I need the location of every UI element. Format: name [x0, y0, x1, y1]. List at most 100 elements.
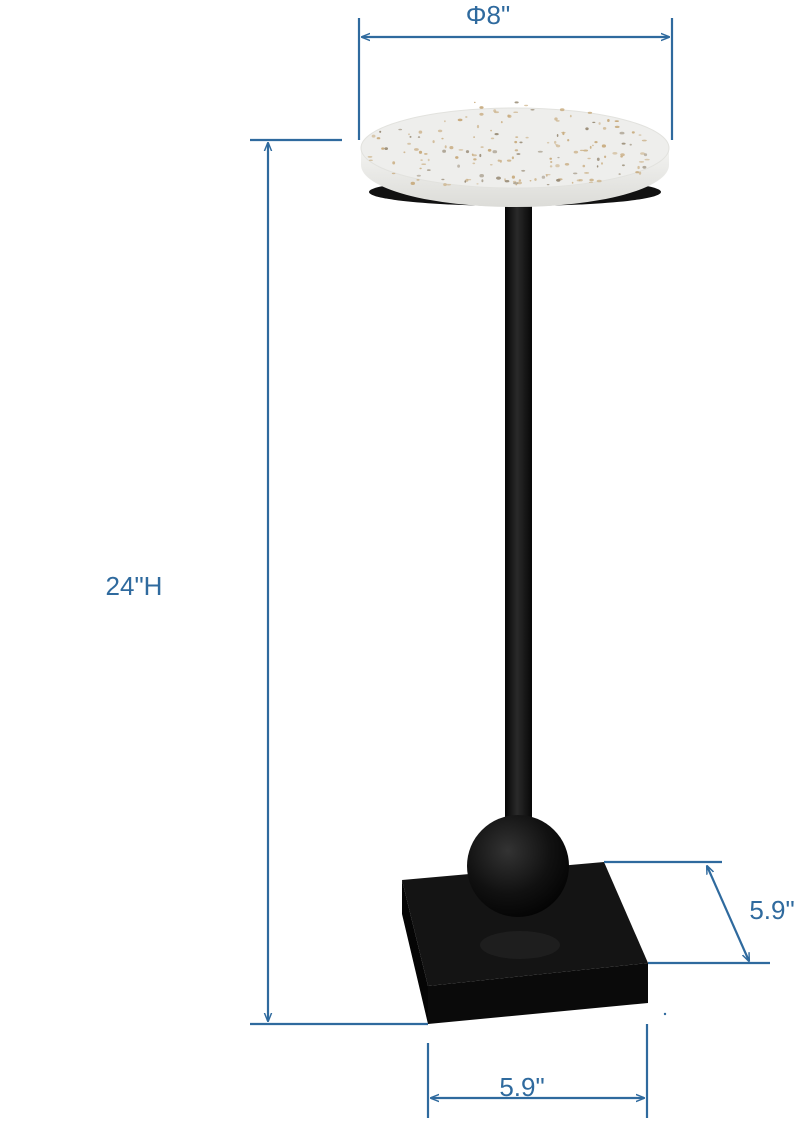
terrazzo-chip — [465, 150, 470, 154]
terrazzo-chip — [585, 127, 589, 131]
terrazzo-chip — [464, 180, 467, 183]
terrazzo-chip — [594, 141, 598, 144]
terrazzo-chip — [642, 165, 647, 169]
terrazzo-chip — [490, 129, 492, 132]
terrazzo-chip — [596, 179, 602, 183]
terrazzo-chip — [554, 140, 557, 144]
terrazzo-chip — [549, 157, 552, 160]
terrazzo-chip — [549, 165, 553, 168]
terrazzo-chip — [620, 153, 625, 157]
terrazzo-chip — [457, 118, 463, 122]
decorative-ball — [467, 815, 569, 917]
terrazzo-chip — [403, 151, 406, 154]
terrazzo-chip — [408, 133, 410, 136]
terrazzo-chip — [500, 121, 503, 124]
tabletop-surface — [360, 107, 670, 189]
terrazzo-chip — [562, 131, 565, 136]
terrazzo-chip — [420, 159, 423, 162]
terrazzo-chip — [441, 178, 445, 181]
terrazzo-chip — [368, 159, 373, 162]
terrazzo-chip — [496, 176, 501, 180]
terrazzo-chip — [602, 126, 607, 130]
terrazzo-chip — [638, 134, 642, 136]
terrazzo-chip — [550, 161, 553, 163]
terrazzo-chip — [481, 179, 484, 183]
terrazzo-chip — [511, 175, 515, 179]
terrazzo-chip — [582, 164, 586, 168]
terrazzo-chip — [455, 156, 459, 159]
terrazzo-chip — [556, 134, 559, 137]
terrazzo-chip — [376, 137, 381, 140]
terrazzo-chip — [467, 179, 472, 181]
base-left-face — [402, 880, 428, 1024]
terrazzo-chip — [472, 162, 476, 165]
terrazzo-chip — [476, 124, 480, 129]
terrazzo-chip — [479, 153, 482, 158]
terrazzo-chip — [631, 131, 635, 134]
pole — [505, 196, 532, 848]
terrazzo-chips — [367, 101, 650, 187]
terrazzo-chip — [513, 182, 519, 185]
terrazzo-chip — [638, 161, 645, 163]
terrazzo-chip — [437, 129, 443, 133]
terrazzo-chip — [641, 139, 647, 142]
terrazzo-chip — [621, 142, 626, 145]
terrazzo-chip — [546, 184, 550, 186]
terrazzo-chip — [530, 109, 535, 111]
terrazzo-chip — [521, 169, 526, 172]
terrazzo-chip — [573, 172, 578, 175]
side-table — [360, 101, 670, 1024]
terrazzo-chip — [525, 136, 529, 139]
terrazzo-chip — [541, 175, 546, 179]
terrazzo-chip — [607, 119, 610, 122]
terrazzo-chip — [444, 120, 446, 123]
terrazzo-chip — [476, 183, 479, 185]
terrazzo-chip — [443, 183, 447, 187]
terrazzo-chip — [410, 181, 415, 185]
terrazzo-tabletop — [360, 101, 670, 207]
terrazzo-chip — [479, 174, 485, 178]
square-base — [402, 862, 648, 1024]
terrazzo-chip — [587, 157, 591, 160]
terrazzo-chip — [442, 149, 446, 153]
terrazzo-chip — [507, 114, 510, 118]
terrazzo-chip — [421, 163, 427, 165]
terrazzo-chip — [473, 136, 475, 138]
terrazzo-chip — [587, 111, 593, 114]
stray-dot — [663, 1012, 667, 1016]
terrazzo-chip — [620, 155, 623, 158]
terrazzo-chip — [584, 172, 590, 174]
diameter-label: Φ8" — [466, 0, 510, 30]
terrazzo-chip — [571, 181, 574, 184]
terrazzo-chip — [621, 164, 625, 167]
terrazzo-chip — [379, 130, 382, 133]
terrazzo-chip — [514, 149, 519, 152]
terrazzo-chip — [409, 135, 412, 138]
terrazzo-chip — [545, 174, 551, 176]
terrazzo-chip — [391, 172, 396, 175]
terrazzo-chip — [489, 164, 493, 166]
terrazzo-chip — [424, 153, 428, 155]
terrazzo-chip — [504, 180, 510, 183]
terrazzo-chip — [612, 152, 618, 155]
terrazzo-chip — [519, 141, 523, 144]
height-label: 24"H — [106, 571, 163, 601]
terrazzo-chip — [596, 157, 600, 161]
terrazzo-chip — [465, 116, 468, 118]
terrazzo-chip — [567, 139, 570, 142]
terrazzo-chip — [614, 125, 620, 128]
terrazzo-chip — [392, 161, 396, 165]
terrazzo-chip — [515, 136, 519, 139]
terrazzo-chip — [588, 181, 594, 183]
terrazzo-chip — [513, 111, 519, 113]
terrazzo-chip — [555, 164, 560, 168]
terrazzo-chip — [529, 180, 532, 182]
terrazzo-chip — [432, 140, 435, 144]
terrazzo-chip — [414, 148, 419, 151]
terrazzo-chip — [479, 106, 484, 109]
terrazzo-chip — [589, 178, 594, 182]
terrazzo-chip — [493, 109, 497, 113]
terrazzo-chip — [596, 165, 599, 168]
terrazzo-chip — [479, 112, 484, 116]
